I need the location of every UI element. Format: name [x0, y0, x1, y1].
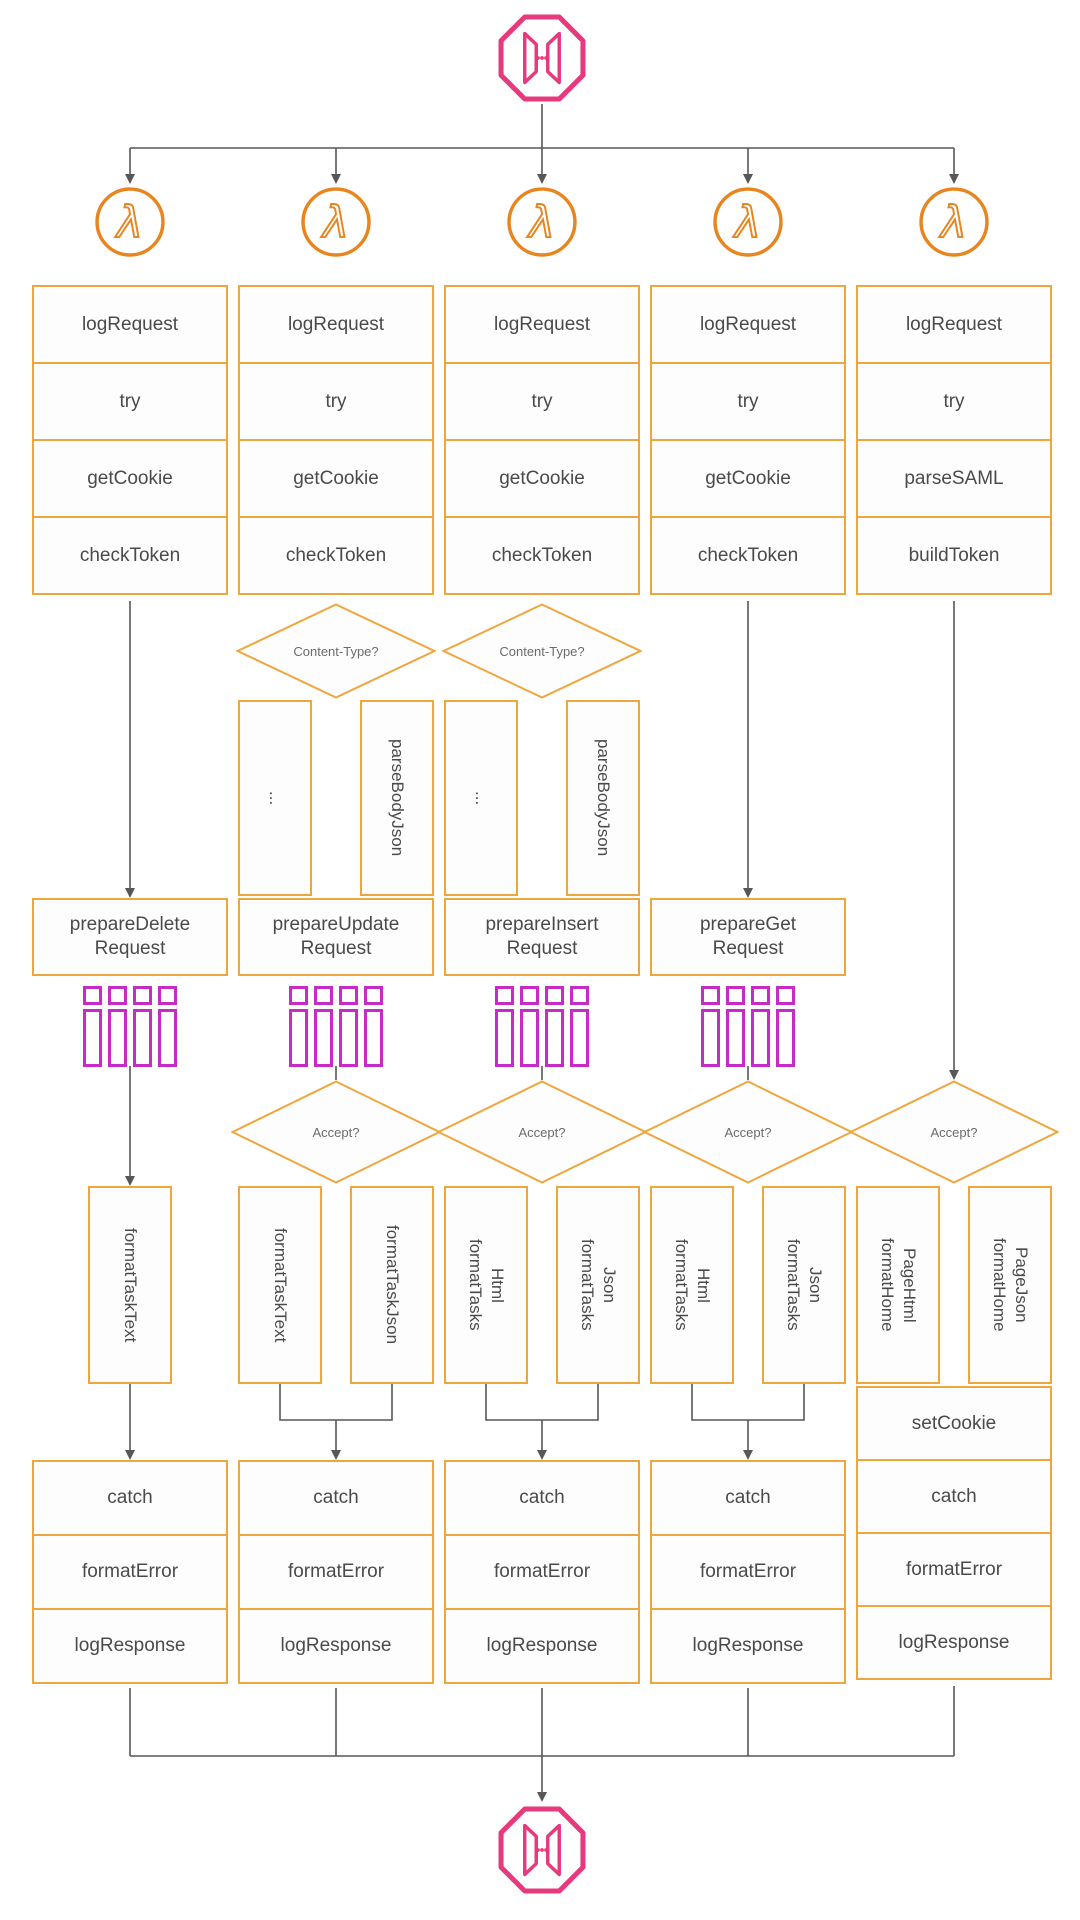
content-type-decision: Content-Type? [442, 603, 642, 699]
decision-label: Content-Type? [499, 643, 585, 659]
step-box: getCookie [238, 439, 434, 518]
svg-text:λ: λ [115, 197, 143, 248]
step-box: setCookie [856, 1386, 1052, 1461]
format-box: formatTaskText [238, 1186, 322, 1384]
decision-label: Content-Type? [293, 643, 379, 659]
dynamodb-icon [495, 986, 589, 1067]
format-box: formatTaskJson [350, 1186, 434, 1384]
step-box: logResponse [32, 1608, 228, 1684]
step-box: getCookie [444, 439, 640, 518]
accept-decision: Accept? [437, 1080, 647, 1184]
format-box: formatTasks Html [650, 1186, 734, 1384]
step-box: checkToken [238, 516, 434, 595]
svg-text:λ: λ [733, 197, 761, 248]
format-box: formatTasks Json [762, 1186, 846, 1384]
step-box: logRequest [32, 285, 228, 364]
decision-label: Accept? [724, 1124, 772, 1140]
parse-box-json: parseBodyJson [360, 700, 434, 896]
response-steps: catch formatError logResponse [238, 1460, 434, 1684]
parse-box-other: ... [238, 700, 312, 896]
handler-steps-insert: logRequest try getCookie checkToken [444, 285, 640, 595]
step-box: try [650, 362, 846, 441]
step-box: catch [650, 1460, 846, 1536]
step-box: checkToken [650, 516, 846, 595]
step-box: buildToken [856, 516, 1052, 595]
format-box: formatHome PageJson [968, 1186, 1052, 1384]
step-box: catch [238, 1460, 434, 1536]
svg-text:λ: λ [527, 197, 555, 248]
lambda-icon: λ [711, 185, 785, 259]
step-box: logRequest [650, 285, 846, 364]
accept-decision: Accept? [643, 1080, 853, 1184]
step-box: logResponse [444, 1608, 640, 1684]
step-box: formatError [650, 1534, 846, 1610]
lambda-icon: λ [93, 185, 167, 259]
step-box: logResponse [238, 1608, 434, 1684]
step-box: catch [32, 1460, 228, 1536]
format-box: formatHome PageHtml [856, 1186, 940, 1384]
handler-steps-update: logRequest try getCookie checkToken [238, 285, 434, 595]
step-box: formatError [238, 1534, 434, 1610]
dynamodb-icon [83, 986, 177, 1067]
step-box: logResponse [650, 1608, 846, 1684]
step-box: logResponse [856, 1605, 1052, 1680]
dynamodb-icon [701, 986, 795, 1067]
parse-box-json: parseBodyJson [566, 700, 640, 896]
handler-steps-delete: logRequest try getCookie checkToken [32, 285, 228, 595]
step-box: checkToken [444, 516, 640, 595]
format-box: formatTasks Html [444, 1186, 528, 1384]
step-box: logRequest [856, 285, 1052, 364]
accept-decision: Accept? [231, 1080, 441, 1184]
response-steps: catch formatError logResponse [444, 1460, 640, 1684]
handler-steps-home: logRequest try parseSAML buildToken [856, 285, 1052, 595]
step-box: getCookie [650, 439, 846, 518]
decision-label: Accept? [518, 1124, 566, 1140]
step-box: try [32, 362, 228, 441]
api-gateway-icon [496, 1804, 588, 1896]
prepare-request-box: prepareInsert Request [444, 898, 640, 976]
format-box: formatTasks Json [556, 1186, 640, 1384]
prepare-request-box: prepareGet Request [650, 898, 846, 976]
prepare-request-box: prepareDelete Request [32, 898, 228, 976]
format-box: formatTaskText [88, 1186, 172, 1384]
lambda-icon: λ [917, 185, 991, 259]
step-box: getCookie [32, 439, 228, 518]
step-box: formatError [32, 1534, 228, 1610]
handler-steps-get: logRequest try getCookie checkToken [650, 285, 846, 595]
dynamodb-icon [289, 986, 383, 1067]
response-steps: catch formatError logResponse [32, 1460, 228, 1684]
parse-box-other: ... [444, 700, 518, 896]
step-box: try [856, 362, 1052, 441]
content-type-decision: Content-Type? [236, 603, 436, 699]
step-box: try [238, 362, 434, 441]
lambda-icon: λ [299, 185, 373, 259]
api-gateway-icon [496, 12, 588, 104]
step-box: parseSAML [856, 439, 1052, 518]
svg-text:λ: λ [939, 197, 967, 248]
decision-label: Accept? [312, 1124, 360, 1140]
step-box: logRequest [238, 285, 434, 364]
step-box: formatError [856, 1532, 1052, 1607]
step-box: logRequest [444, 285, 640, 364]
decision-label: Accept? [930, 1124, 978, 1140]
lambda-icon: λ [505, 185, 579, 259]
step-box: catch [444, 1460, 640, 1536]
step-box: catch [856, 1459, 1052, 1534]
response-steps-home: setCookie catch formatError logResponse [856, 1386, 1052, 1680]
step-box: formatError [444, 1534, 640, 1610]
prepare-request-box: prepareUpdate Request [238, 898, 434, 976]
step-box: try [444, 362, 640, 441]
svg-text:λ: λ [321, 197, 349, 248]
accept-decision: Accept? [849, 1080, 1059, 1184]
step-box: checkToken [32, 516, 228, 595]
response-steps: catch formatError logResponse [650, 1460, 846, 1684]
